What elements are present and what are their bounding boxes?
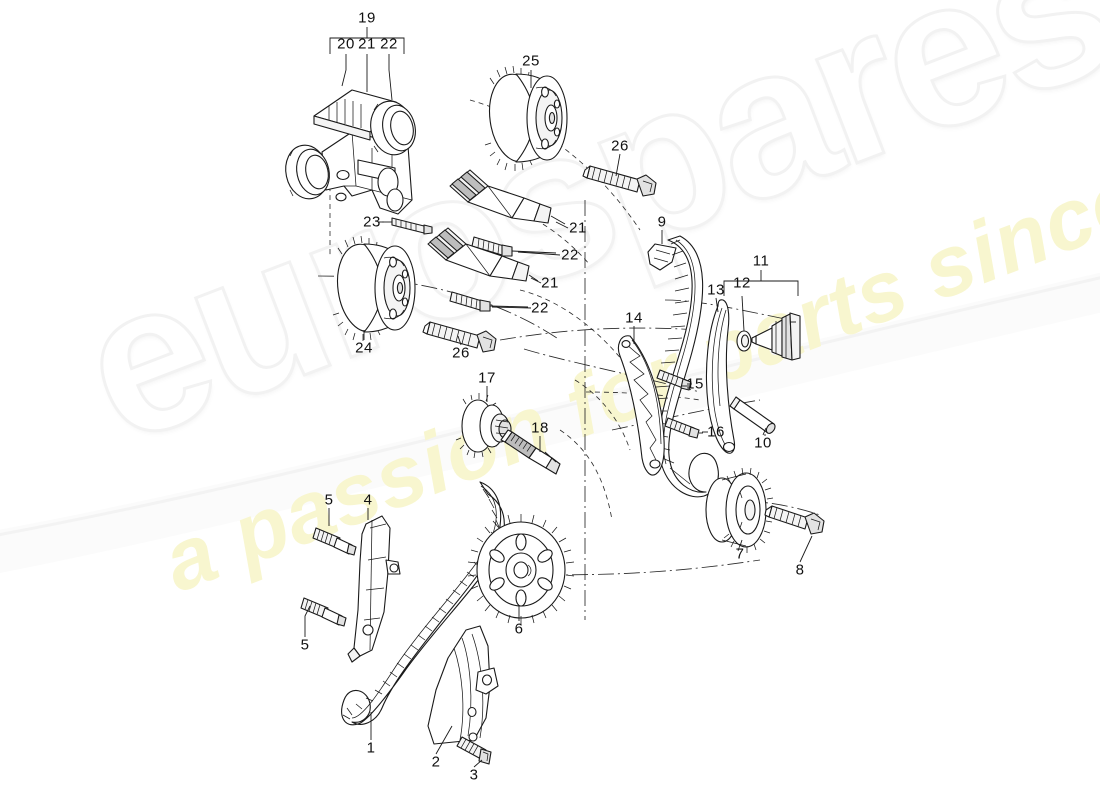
part-tensioner-rail-pivot-pin: [729, 396, 776, 436]
callout-solenoid-valve: 21: [358, 35, 376, 53]
part-camshaft-adjuster-exhaust: [332, 235, 416, 341]
part-tensioner-rail: [347, 515, 401, 663]
callout-camshaft-adjuster-intake: 25: [522, 52, 540, 70]
callout-intermediate-shaft-sprocket: 7: [735, 545, 745, 563]
callout-tensioner-rail-pin-lower: 5: [300, 636, 310, 654]
callout-chain-tensioner-assembly: 11: [752, 252, 770, 270]
callout-crankshaft-sprocket: 6: [514, 620, 524, 638]
part-crankshaft-sprocket: [467, 514, 575, 624]
part-adjuster-bolt-lower: [422, 321, 497, 353]
callout-guide-rail-bolt-upper: 15: [686, 375, 704, 393]
part-guide-rail-bolt-upper: [656, 369, 692, 391]
callout-tensioner-rail-pivot-pin: 10: [754, 434, 772, 452]
part-oil-pump-shaft: [500, 429, 561, 475]
callout-camshaft-housing-assembly: 19: [358, 9, 376, 27]
part-housing-round-cover-lower: [285, 144, 330, 200]
callout-housing-bolt: 23: [363, 213, 381, 231]
callout-tensioner-rail-pin-upper: 5: [324, 491, 334, 509]
part-housing-bolt: [378, 217, 433, 235]
part-oil-pump-sprocket: [455, 393, 512, 459]
callout-adjuster-bolt-lower: 26: [452, 344, 470, 362]
part-adjuster-bolt-upper: [582, 165, 657, 197]
callout-solenoid-bolt-upper: 22: [561, 246, 579, 264]
part-sealing-ring: [736, 330, 752, 352]
part-sprocket-bolt: [764, 505, 825, 535]
callout-brackets: [329, 27, 799, 296]
callout-camshaft-adjuster-exhaust: 24: [355, 339, 373, 357]
part-chain-guide-rail: [427, 625, 499, 745]
part-housing-round-cover-upper: [370, 100, 416, 156]
part-solenoid-valve-upper: [449, 169, 566, 225]
part-solenoid-valve-lower: [427, 227, 539, 282]
callout-timing-chain: 1: [366, 739, 376, 757]
part-timing-chain: [341, 481, 505, 726]
part-intermediate-shaft-sprocket: [705, 467, 774, 553]
part-chain-tensioner-assembly: [751, 312, 801, 361]
part-tensioner-rail-pin-upper: [312, 527, 357, 556]
callout-solenoid-bolt: 22: [380, 35, 398, 53]
part-tensioner-rail-pin-lower: [300, 597, 347, 627]
part-guide-rail-bolt-lower: [664, 417, 703, 439]
part-upper-timing-chain: [647, 235, 719, 498]
callout-oil-pump-sprocket: 17: [478, 369, 496, 387]
part-solenoid-bolt-upper: [471, 236, 557, 257]
part-upper-guide-rail: [617, 335, 665, 476]
callout-leaders: [304, 54, 813, 768]
callout-solenoid-valve-upper: 21: [569, 219, 587, 237]
callout-upper-timing-chain: 9: [657, 213, 667, 231]
callout-sprocket-bolt: 8: [795, 561, 805, 579]
part-solenoid-bolt-lower: [449, 291, 529, 312]
callout-guide-rail-bolt: 3: [469, 766, 479, 784]
part-camshaft-housing-assembly: [285, 89, 416, 215]
callout-upper-guide-rail: 14: [625, 309, 643, 327]
callout-sealing-ring: 12: [733, 274, 751, 292]
callout-housing-cover: 20: [337, 35, 355, 53]
part-camshaft-adjuster-intake: [484, 65, 568, 171]
callout-solenoid-valve-lower: 21: [541, 274, 559, 292]
callout-solenoid-bolt-lower: 22: [531, 299, 549, 317]
callout-adjuster-bolt-upper: 26: [611, 137, 629, 155]
callout-chain-guide-rail: 2: [431, 753, 441, 771]
callout-upper-tensioner-rail: 13: [707, 281, 725, 299]
callout-guide-rail-bolt-lower: 16: [707, 423, 725, 441]
part-upper-tensioner-rail: [705, 299, 736, 454]
callout-tensioner-rail: 4: [363, 491, 373, 509]
callout-oil-pump-shaft: 18: [531, 419, 549, 437]
